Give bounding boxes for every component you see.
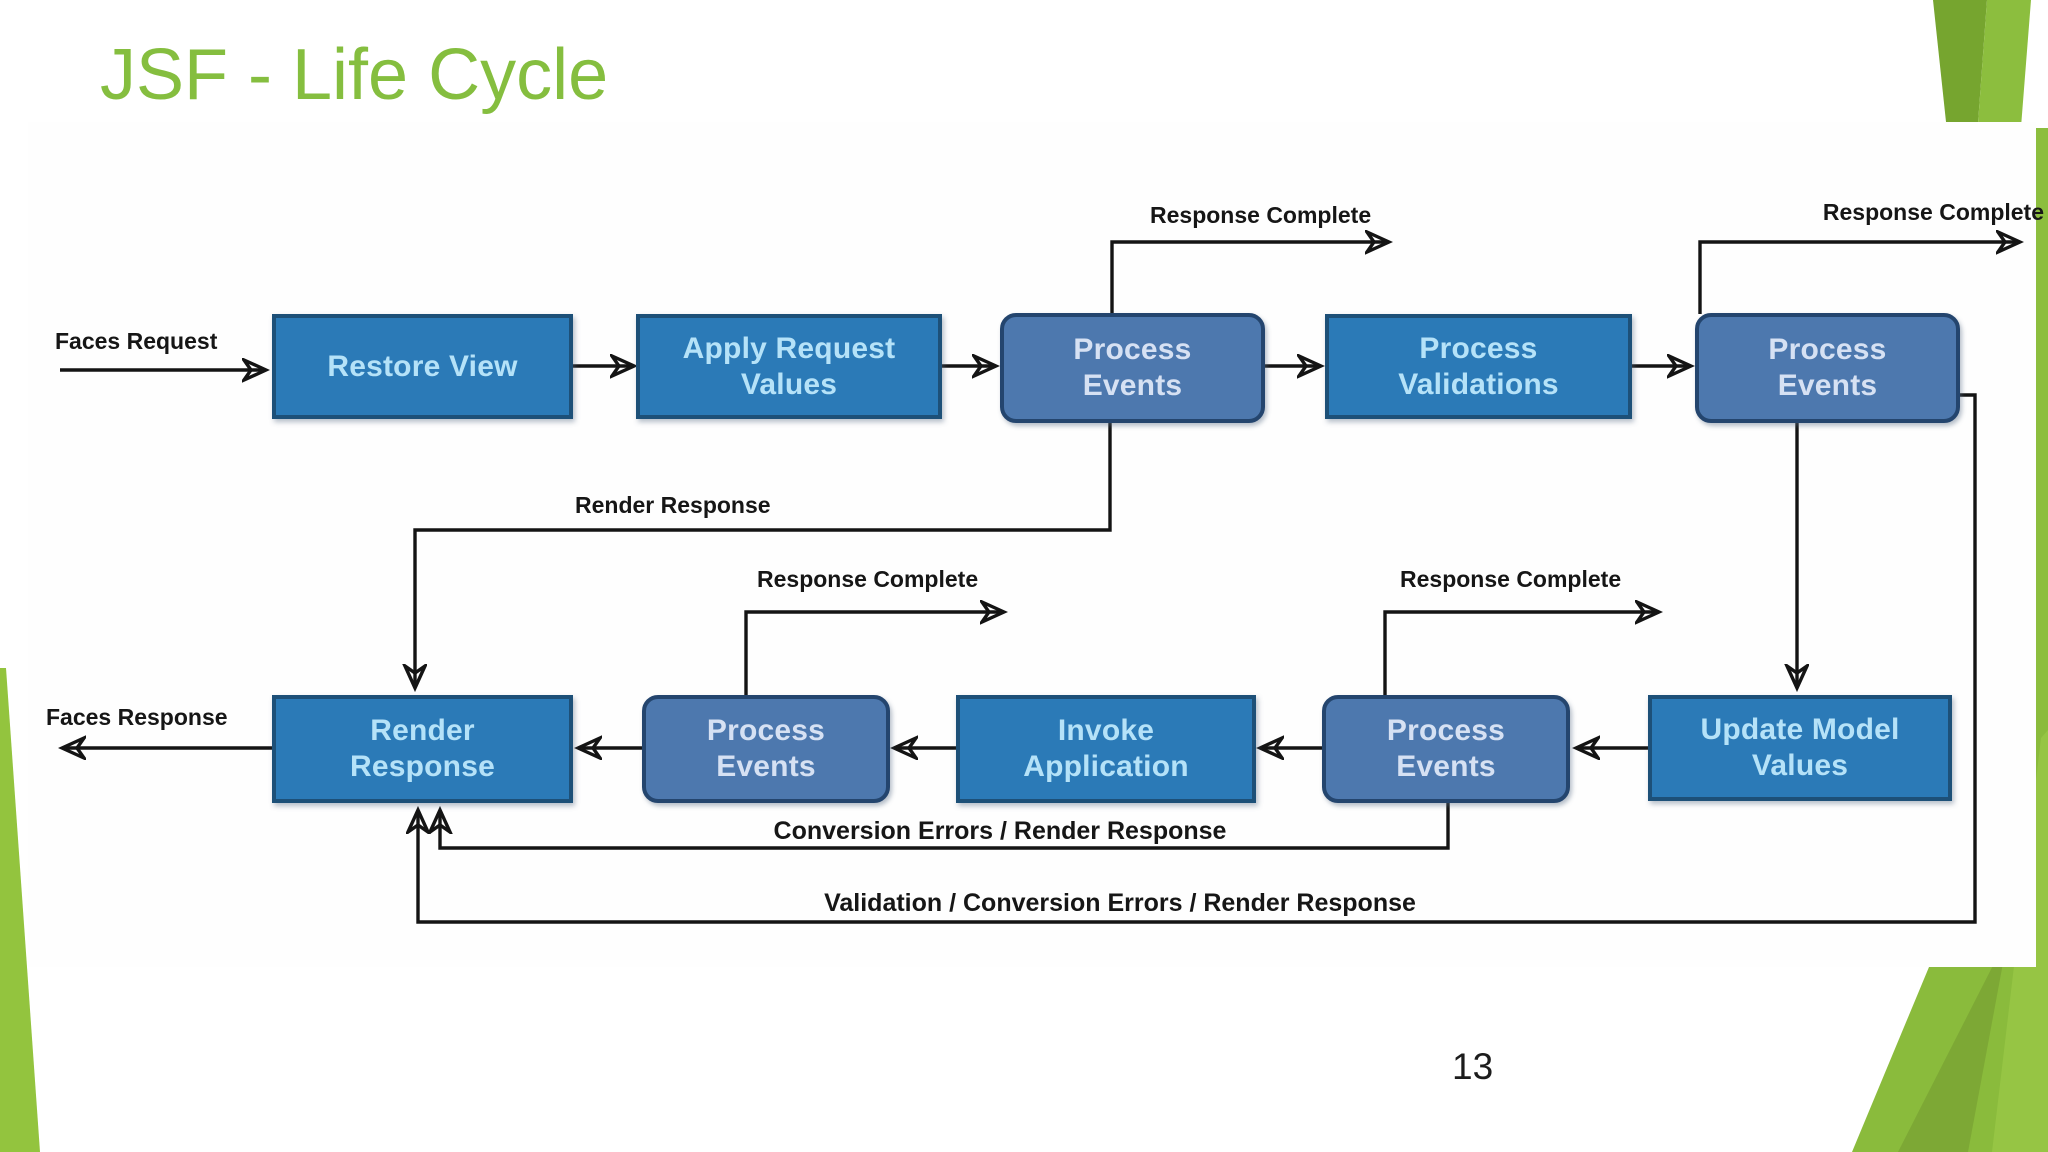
box-update-model-values-label: Update Model Values xyxy=(1700,713,1900,782)
label-conversion-errors: Conversion Errors / Render Response xyxy=(773,817,1227,845)
label-response-complete-mid-left: Response Complete xyxy=(757,566,979,592)
box-process-events-2-label: Process Events xyxy=(1768,333,1887,402)
box-invoke-application: Invoke Application xyxy=(956,695,1256,803)
box-apply-request-values-label: Apply Request Values xyxy=(682,331,896,401)
label-faces-request: Faces Request xyxy=(55,328,218,354)
box-process-events-4: Process Events xyxy=(1322,695,1570,803)
box-restore-view: Restore View xyxy=(272,314,573,419)
box-render-response: Render Response xyxy=(272,695,573,803)
label-response-complete-top-mid: Response Complete xyxy=(1150,202,1372,228)
box-process-events-1-label: Process Events xyxy=(1073,333,1192,402)
box-process-events-2: Process Events xyxy=(1695,313,1960,423)
page-number: 13 xyxy=(1452,1046,1494,1087)
label-response-complete-mid-right: Response Complete xyxy=(1400,566,1622,592)
label-validation-conversion-errors: Validation / Conversion Errors / Render … xyxy=(824,889,1416,917)
box-process-validations: Process Validations xyxy=(1325,314,1632,419)
box-process-events-3: Process Events xyxy=(642,695,890,803)
box-process-validations-label: Process Validations xyxy=(1398,331,1559,401)
box-restore-view-label: Restore View xyxy=(327,349,518,383)
box-invoke-application-label: Invoke Application xyxy=(1023,714,1189,783)
box-process-events-4-label: Process Events xyxy=(1386,714,1506,783)
label-response-complete-top-right: Response Complete xyxy=(1822,199,2044,225)
label-faces-response: Faces Response xyxy=(46,704,228,730)
box-render-response-label: Render Response xyxy=(350,714,495,783)
box-update-model-values: Update Model Values xyxy=(1648,695,1952,801)
box-process-events-1: Process Events xyxy=(1000,313,1265,423)
label-render-response: Render Response xyxy=(575,492,771,518)
box-apply-request-values: Apply Request Values xyxy=(636,314,942,419)
box-process-events-3-label: Process Events xyxy=(706,714,826,783)
slide-title: JSF - Life Cycle xyxy=(100,35,609,115)
